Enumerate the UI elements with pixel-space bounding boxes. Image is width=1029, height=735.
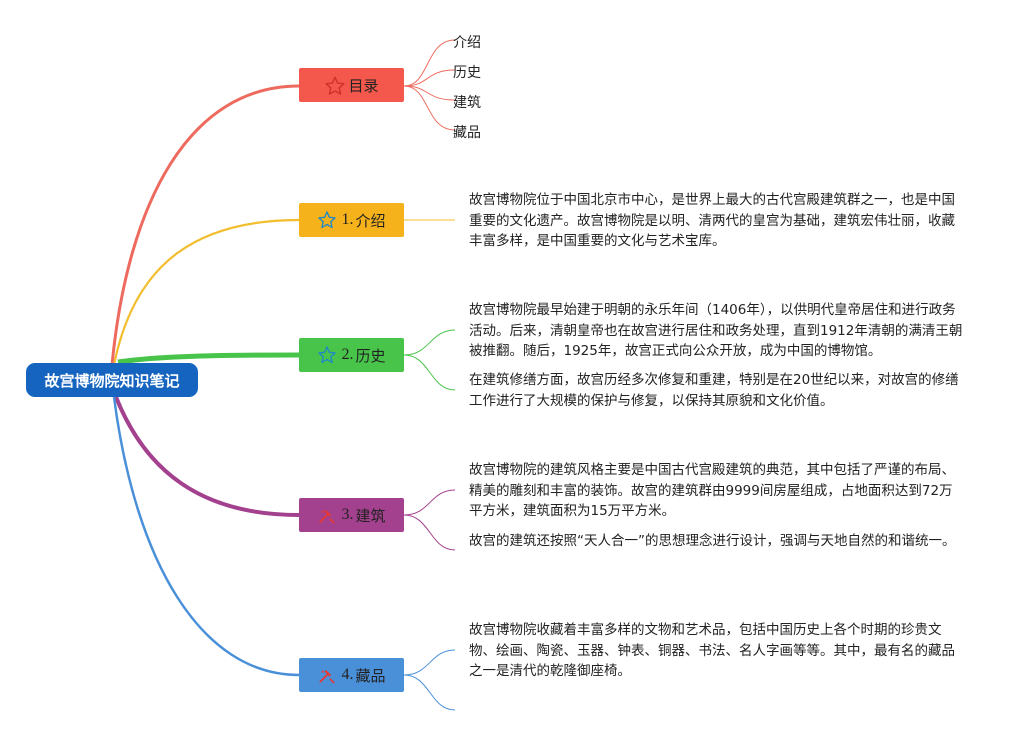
hammer-icon [317, 665, 337, 685]
section-node-intro[interactable]: 1. 介绍 [299, 203, 404, 237]
star-outline-icon [317, 210, 337, 230]
toc-item-collection[interactable]: 藏品 [453, 125, 481, 141]
link-root-history [117, 352, 300, 365]
section-node-collection[interactable]: 4. 藏品 [299, 658, 404, 692]
section-node-architecture[interactable]: 3. 建筑 [299, 498, 404, 532]
root-label: 故宫博物院知识笔记 [44, 371, 180, 390]
toc-label: 目录 [348, 76, 379, 95]
link-root-toc [110, 84, 300, 366]
section-number: 1. [341, 211, 354, 228]
toc-item-intro[interactable]: 介绍 [453, 35, 481, 51]
section-node-history[interactable]: 2. 历史 [299, 338, 404, 372]
toc-node[interactable]: 目录 [299, 68, 404, 102]
architecture-paragraph-2: 故宫的建筑还按照“天人合一”的思想理念进行设计，强调与天地自然的和谐统一。 [469, 533, 956, 549]
collection-paragraph-1: 故宫博物院收藏着丰富多样的文物和艺术品，包括中国历史上各个时期的珍贵文物、绘画、… [469, 622, 955, 679]
link-root-architecture [114, 396, 300, 517]
history-paragraph-1: 故宫博物院最早始建于明朝的永乐年间（1406年），以供明代皇帝居住和进行政务活动… [469, 302, 963, 359]
toc-item-architecture[interactable]: 建筑 [453, 95, 481, 111]
star-outline-icon [324, 75, 346, 95]
section-title: 历史 [355, 346, 386, 365]
intro-paragraph-1: 故宫博物院位于中国北京市中心，是世界上最大的古代宫殿建筑群之一，也是中国重要的文… [469, 192, 955, 249]
star-outline-icon [317, 345, 337, 365]
history-paragraph-2: 在建筑修缮方面，故宫历经多次修复和重建，特别是在20世纪以来，对故宫的修缮工作进… [469, 372, 959, 409]
root-node[interactable]: 故宫博物院知识笔记 [26, 363, 198, 397]
toc-item-history[interactable]: 历史 [453, 65, 481, 81]
section-title: 建筑 [355, 506, 386, 525]
section-title: 介绍 [355, 211, 386, 230]
hammer-icon [317, 505, 337, 525]
link-root-intro [112, 218, 300, 366]
section-title: 藏品 [355, 666, 386, 685]
section-number: 2. [341, 346, 354, 363]
architecture-paragraph-1: 故宫博物院的建筑风格主要是中国古代宫殿建筑的典范，其中包括了严谨的布局、精美的雕… [469, 462, 955, 519]
section-number: 3. [341, 506, 354, 523]
section-number: 4. [341, 666, 354, 683]
toc-links [403, 39, 456, 131]
link-root-collection [112, 396, 300, 677]
